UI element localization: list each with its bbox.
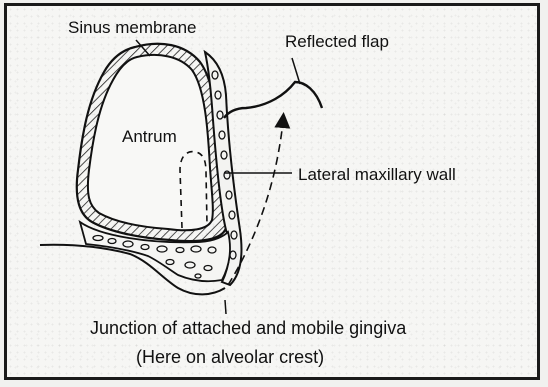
label-junction: Junction of attached and mobile gingiva [90,318,407,338]
label-reflected-flap: Reflected flap [285,32,389,51]
label-antrum: Antrum [122,127,177,146]
leader-reflected-flap [292,58,300,84]
label-junction-note: (Here on alveolar crest) [136,347,324,367]
leader-junction [225,300,226,314]
reflected-flap [224,82,322,118]
label-sinus-membrane: Sinus membrane [68,18,197,37]
label-lateral-maxillary-wall: Lateral maxillary wall [298,165,456,184]
